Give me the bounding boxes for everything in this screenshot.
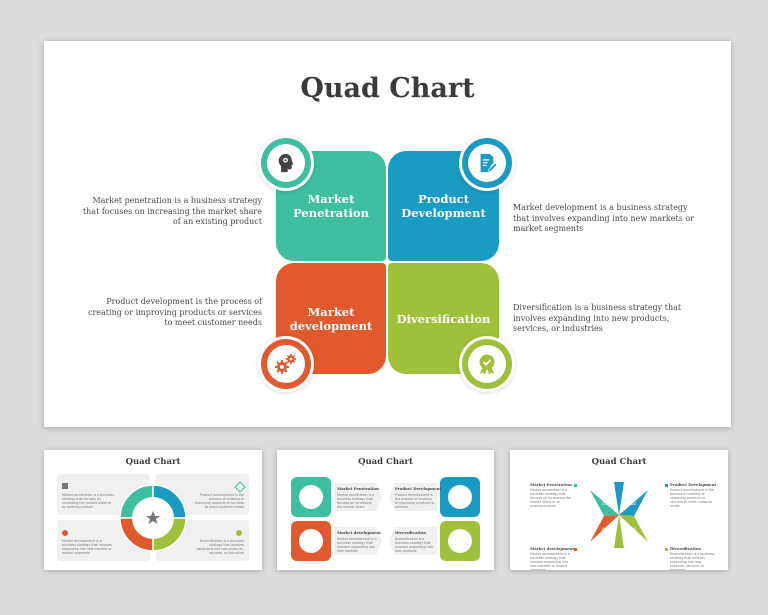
marker	[574, 548, 577, 551]
quadrant-label: Diversification	[396, 311, 491, 326]
thumbnail-text: Product development is the process of cr…	[395, 493, 435, 509]
thumbnail-title: Quad Chart	[125, 457, 181, 467]
petal-label: 04	[631, 527, 637, 532]
head-idea-badge	[258, 135, 314, 191]
main-slide[interactable]: Quad Chart Market Penetration Product De…	[44, 41, 731, 427]
arrow-panel	[334, 527, 382, 555]
thumbnail-title: Quad Chart	[591, 457, 647, 467]
thumbnail-text: Market development is a business strateg…	[530, 552, 570, 570]
description-market-penetration: Market penetration is a business strateg…	[82, 196, 262, 226]
leaf-icon	[236, 530, 242, 536]
quadrant-label: Market Penetration	[293, 192, 369, 220]
thumbnail-title: Quad Chart	[358, 457, 413, 467]
thumbnail-label: Market development	[530, 546, 575, 551]
thumbnail-text: Product development is the process of cr…	[194, 493, 244, 509]
petal-diagram	[590, 482, 648, 548]
people-icon	[62, 483, 68, 489]
thumbnail-text: Diversification is a business strategy t…	[196, 539, 244, 555]
thumbnail-slide-3[interactable]: Quad Chart 01 02 03 04 Market Penetratio…	[510, 450, 728, 570]
marker	[665, 548, 668, 551]
quadrant-label: Product Development	[401, 192, 486, 220]
thumbnail-label: Diversification	[395, 530, 426, 535]
marker	[574, 484, 577, 487]
description-market-development-text: Market development is a business strateg…	[513, 203, 695, 233]
thumbnail-text: Market development is a business strateg…	[337, 537, 377, 553]
petal-label: 03	[602, 527, 608, 532]
document-edit-badge	[459, 135, 515, 191]
petal-label: 02	[631, 501, 637, 506]
petal-label: 01	[602, 501, 608, 506]
thumbnail-text: Market penetration is a business strateg…	[62, 493, 114, 509]
tile-diversification	[440, 521, 480, 561]
description-product-development-text: Product development is the process of cr…	[87, 297, 262, 327]
arrow-panel	[389, 483, 437, 511]
thumbnail-text: Product development is the process of cr…	[670, 488, 714, 508]
thumbnail-label: Market Penetration	[337, 486, 379, 491]
thumbnail-label: Diversification	[670, 546, 701, 551]
arrow-panel	[334, 483, 382, 511]
tile-market-penetration	[291, 477, 331, 517]
arrow-panel	[389, 527, 437, 555]
document-edit-icon	[480, 153, 498, 173]
award-badge-icon	[479, 354, 495, 375]
thumbnail-label: Market Penetration	[530, 482, 572, 487]
tile-product-development	[440, 477, 480, 517]
tile-market-development	[291, 521, 331, 561]
thumbnail-text: Market penetration is a business strateg…	[337, 493, 375, 509]
quadrant-label: Market development	[289, 304, 373, 333]
thumbnail-text: Market penetration is a business strateg…	[530, 488, 571, 508]
description-diversification: Diversification is a business strategy t…	[513, 303, 682, 333]
thumbnail-slide-2[interactable]: Quad Chart Market Penetration Product De…	[277, 450, 494, 570]
thumbnail-label: Product Development	[395, 486, 442, 491]
thumbnail-text: Diversification is a business strategy t…	[670, 552, 715, 570]
marker	[665, 484, 668, 487]
head-idea-icon	[278, 153, 294, 173]
circle-diagram	[119, 484, 187, 552]
thumbnail-text: Diversification is a business strategy t…	[395, 537, 434, 553]
thumbnail-label: Product Development	[670, 482, 717, 487]
thumbnail-slide-1[interactable]: Quad Chart Market penetration is a busin…	[44, 450, 262, 570]
award-badge	[459, 336, 515, 392]
shield-icon	[62, 530, 68, 536]
thumbnail-text: Market development is a business strateg…	[62, 539, 112, 555]
thumbnail-label: Market development	[337, 530, 382, 535]
slide-title: Quad Chart	[300, 73, 475, 104]
gears-icon	[275, 354, 296, 374]
gears-badge	[258, 336, 314, 392]
